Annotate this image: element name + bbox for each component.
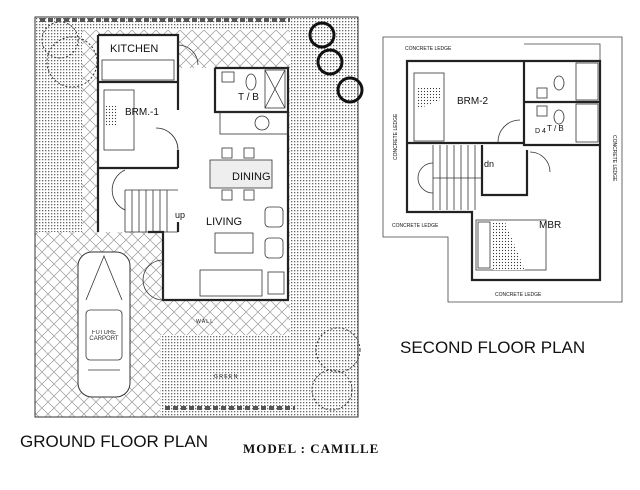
dining-label: DINING xyxy=(232,171,271,183)
door-tag: D 4 xyxy=(535,128,546,135)
armchair-icon xyxy=(264,237,284,259)
car-icon xyxy=(77,251,131,398)
sink-icon xyxy=(536,105,548,117)
toilet-bath-label: T / B xyxy=(547,124,564,133)
toilet-icon xyxy=(245,73,257,91)
bedroom2-label: BRM-2 xyxy=(457,96,489,107)
toilet-icon xyxy=(553,75,565,91)
concrete-ledge-outline xyxy=(382,36,623,303)
kitchen-counter xyxy=(101,59,175,81)
wall-label: W A L L xyxy=(196,319,213,325)
stairs-down-label: dn xyxy=(484,159,494,169)
shower-icon xyxy=(575,62,599,101)
toilet-icon xyxy=(553,109,565,125)
ledge-label: CONCRETE LEDGE xyxy=(611,135,617,182)
bed-icon xyxy=(413,72,445,142)
second-floor-title: SECOND FLOOR PLAN xyxy=(400,338,586,357)
living-label: LIVING xyxy=(206,216,242,228)
ledge-label: CONCRETE LEDGE xyxy=(392,223,439,229)
ground-floor-title: GROUND FLOOR PLAN xyxy=(20,432,208,451)
toilet-bath-label: T / B xyxy=(238,92,259,103)
ledge-label: CONCRETE LEDGE xyxy=(495,292,542,298)
coffee-table xyxy=(214,232,254,254)
bed-icon xyxy=(103,89,135,151)
sofa-icon xyxy=(199,269,263,297)
sink-icon xyxy=(536,87,548,99)
ground-floor-plan: KITCHEN BRM.-1 T / B DINING LIVING up FU… xyxy=(34,16,364,418)
ground-stairs xyxy=(111,169,178,233)
shower-icon xyxy=(264,69,286,109)
ledge-label: CONCRETE LEDGE xyxy=(405,46,452,52)
green-area xyxy=(160,335,290,405)
second-floor-plan: BRM-2 MBR T / B dn D 4 CONCRETE LEDGE CO… xyxy=(382,36,623,303)
ledge-label: CONCRETE LEDGE xyxy=(393,113,399,160)
stairs-up-label: up xyxy=(175,210,185,220)
shrub-icon xyxy=(308,21,364,104)
mbr-label: MBR xyxy=(539,220,561,231)
kitchen-label: KITCHEN xyxy=(110,43,158,55)
green-label: G R E E N xyxy=(214,374,238,380)
second-stairs xyxy=(417,145,482,210)
carport-label: FUTURE CARPORT xyxy=(89,330,119,342)
shower-icon xyxy=(575,103,599,143)
sink-icon xyxy=(221,71,235,83)
bedroom1-label: BRM.-1 xyxy=(125,107,159,118)
dining-table xyxy=(209,159,273,189)
hedge xyxy=(40,18,295,410)
model-name: MODEL : CAMILLE xyxy=(243,441,380,456)
armchair-icon xyxy=(264,206,284,228)
